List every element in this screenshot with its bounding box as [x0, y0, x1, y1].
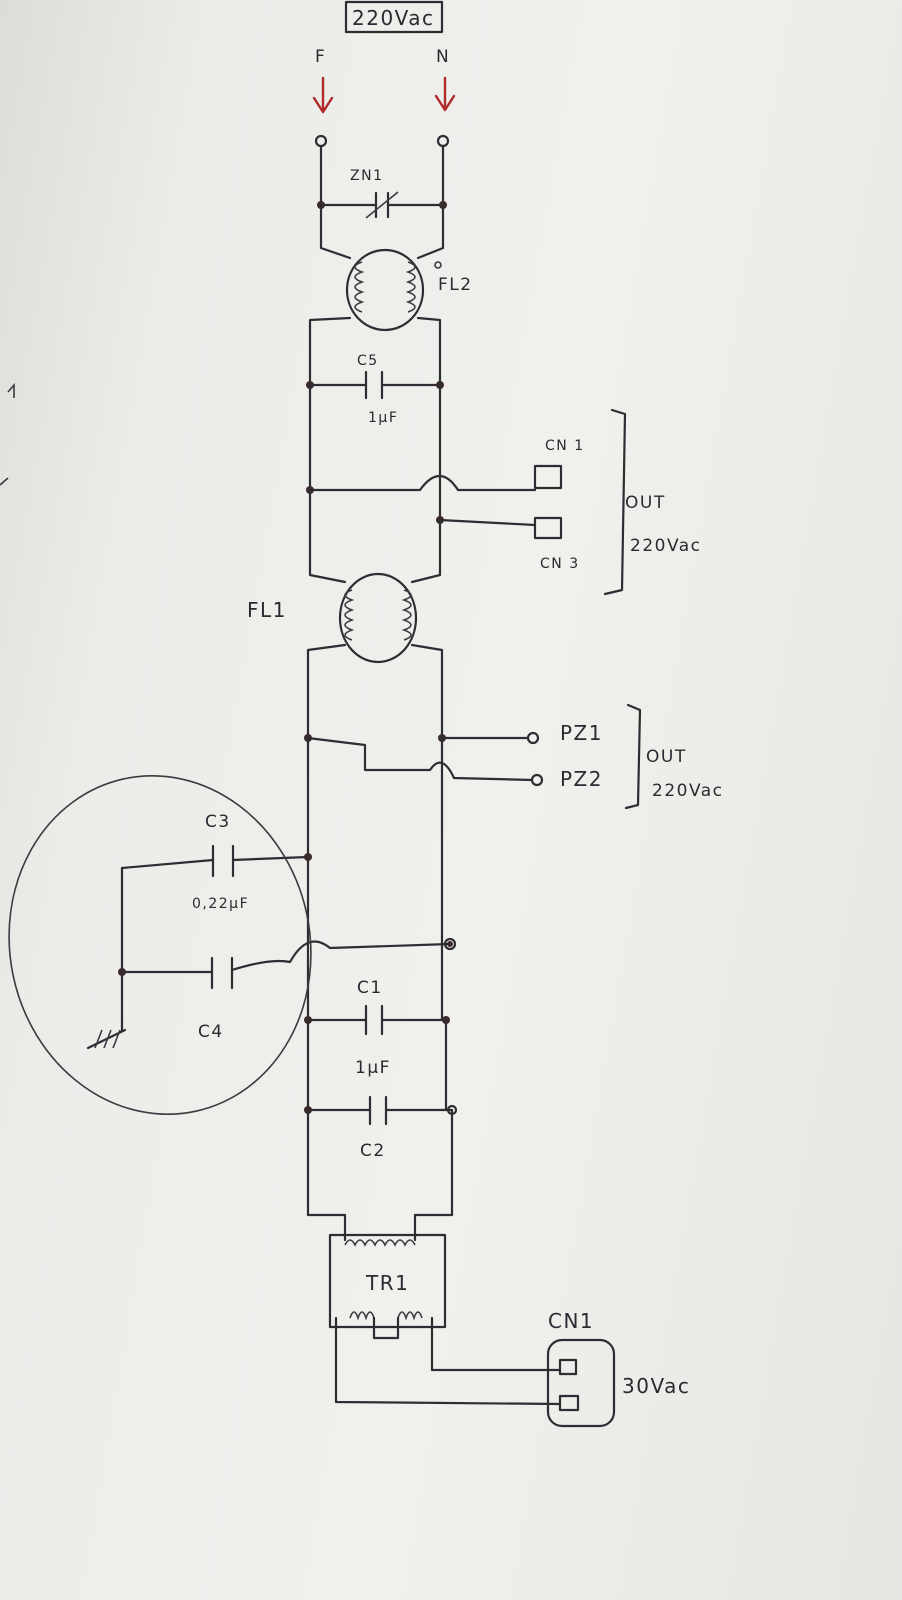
common-mode-choke-fl1	[338, 572, 418, 664]
c5-value: 1µF	[368, 410, 398, 426]
c3-value: 0,22µF	[192, 896, 249, 912]
phase-label: F	[315, 47, 326, 67]
c1-label: C1	[357, 978, 383, 998]
output-bracket-top	[603, 408, 627, 596]
grounding-group-outline	[8, 775, 312, 1115]
out-bottom-voltage: 30Vac	[622, 1374, 690, 1398]
tr1-label: TR1	[365, 1271, 409, 1295]
phase-terminal	[314, 134, 328, 148]
phase-arrow-icon	[312, 76, 334, 114]
secondary-output-connection	[334, 1316, 616, 1428]
zn1-label: ZN1	[350, 168, 383, 184]
c1-value: 1µF	[355, 1058, 391, 1078]
fl1-label: FL1	[247, 598, 287, 622]
transformer-tr1	[328, 1233, 447, 1340]
capacitor-c3	[120, 844, 312, 878]
cn3-output-connection	[436, 516, 563, 540]
neutral-terminal	[436, 134, 450, 148]
capacitor-c2	[304, 1095, 458, 1126]
out-mid-label: OUT	[646, 747, 687, 767]
out-top-label: OUT	[625, 493, 666, 513]
out-top-voltage: 220Vac	[630, 536, 702, 556]
margin-scribble	[0, 382, 15, 486]
common-mode-choke-fl2	[345, 248, 442, 332]
c3-label: C3	[205, 812, 231, 832]
cn1-output-connection	[306, 464, 563, 494]
supply-label: 220Vac	[352, 6, 435, 30]
cn1-bottom-label: CN1	[548, 1309, 594, 1333]
c2-label: C2	[360, 1141, 386, 1161]
c4-label: C4	[198, 1022, 224, 1042]
c5-label: C5	[357, 353, 379, 369]
capacitor-c1	[304, 1004, 450, 1036]
pz2-label: PZ2	[560, 767, 603, 791]
fl2-label: FL2	[438, 275, 473, 295]
pz-output-connections	[304, 731, 544, 787]
capacitor-c4	[118, 866, 457, 990]
ground-icon	[86, 970, 127, 1050]
cn1-top-label: CN 1	[545, 438, 585, 454]
neutral-label: N	[436, 47, 450, 67]
neutral-arrow-icon	[434, 76, 456, 112]
capacitor-c5	[306, 370, 444, 400]
pz1-label: PZ1	[560, 721, 603, 745]
output-bracket-mid	[624, 703, 642, 810]
cn3-label: CN 3	[540, 556, 580, 572]
out-mid-voltage: 220Vac	[652, 781, 724, 801]
supply-label-box	[344, 0, 444, 34]
